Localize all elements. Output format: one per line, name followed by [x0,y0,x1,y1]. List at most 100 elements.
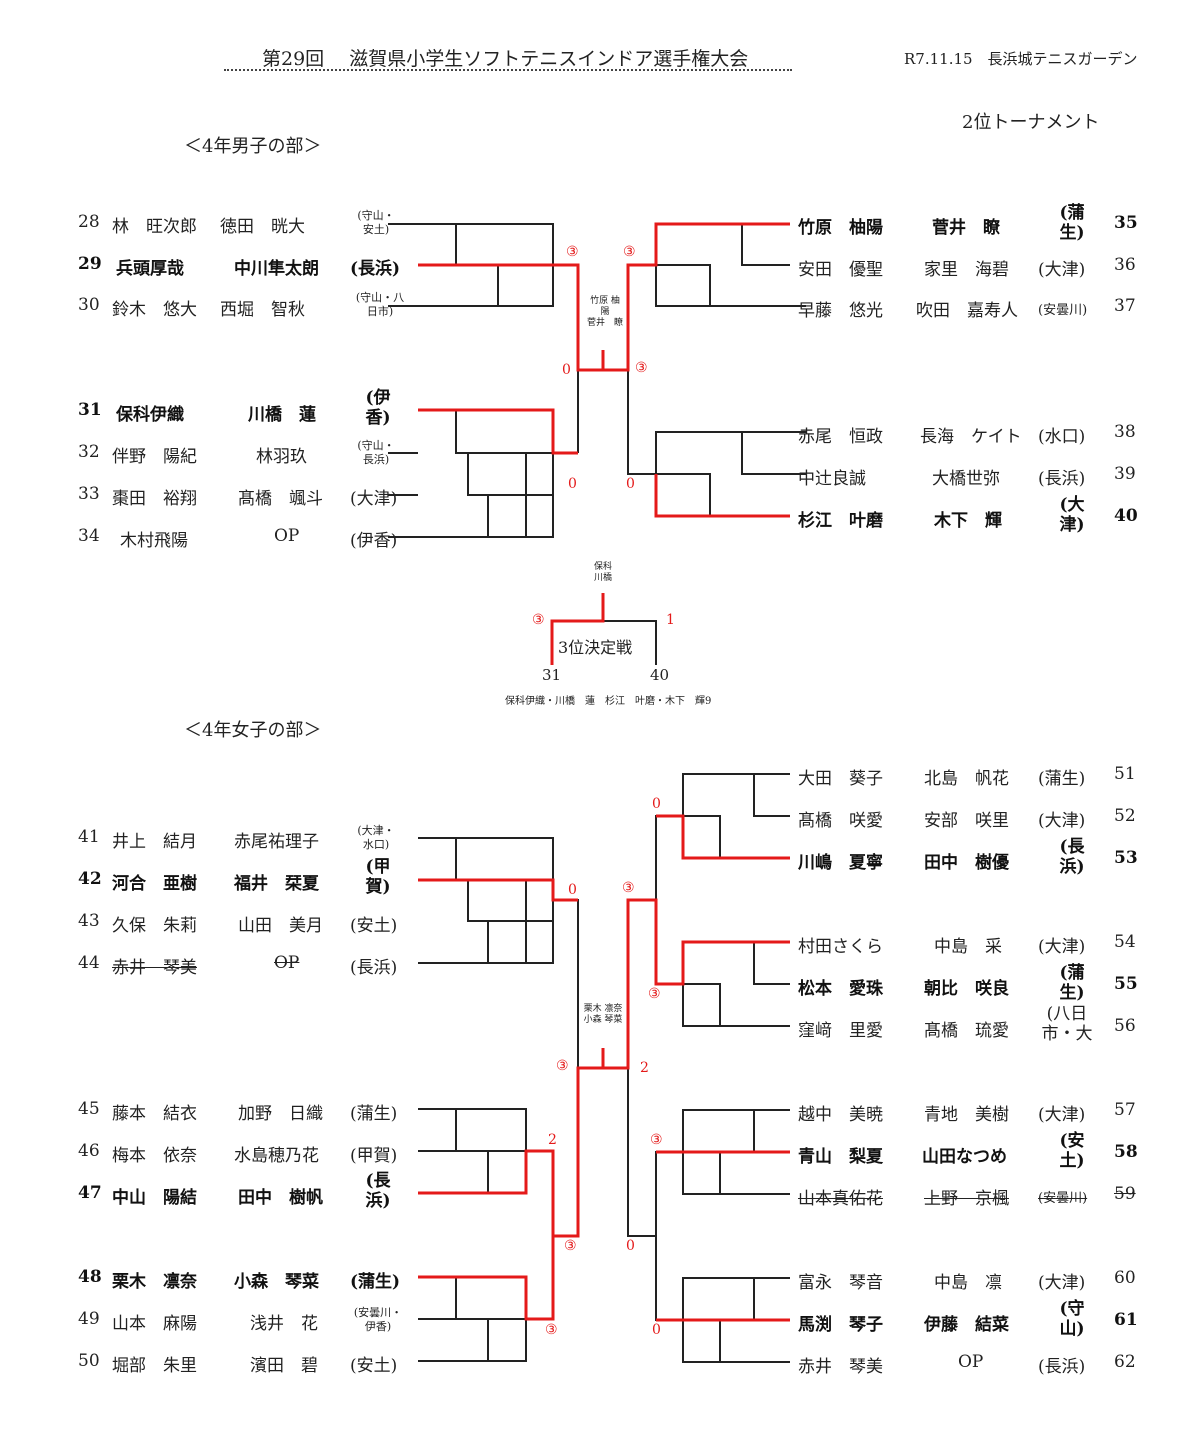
player-1: 杉江 叶磨 [798,511,883,531]
entry-number: 42 [78,869,102,889]
winner-line-2: 小森 琴菜 [583,1015,623,1025]
player-1: 大田 葵子 [798,769,883,789]
player-1: 藤本 結衣 [112,1104,197,1124]
entry-number: 54 [1114,932,1136,952]
entry-number: 57 [1114,1100,1136,1120]
player-1: 村田さくら [798,937,883,957]
team-name: (大津) [1038,1105,1086,1125]
team-name: (安曇川) [1038,1191,1088,1206]
player-2: 朝比 咲良 [924,979,1009,999]
score-label: ③ [564,1238,577,1254]
entry-number: 58 [1114,1142,1138,1162]
team-name: (大津) [1038,811,1086,831]
team-name: (長浜) [1059,837,1085,877]
player-2: 安部 咲里 [924,811,1009,831]
player-2: 赤尾祐理子 [234,832,319,852]
player-1: 早藤 悠光 [798,301,883,321]
player-1: 棗田 裕翔 [112,489,197,509]
score-label: 0 [652,1322,661,1338]
player-2: 髙橋 琉愛 [924,1021,1009,1041]
entry-number: 44 [78,953,100,973]
third-place-winner-label: 保科 川橋 [582,562,624,584]
player-2: 木下 輝 [934,511,1002,531]
player-2: 吹田 嘉寿人 [916,301,1018,321]
player-1: 窪﨑 里愛 [798,1021,883,1041]
title-underline [224,69,792,71]
team-name: (長浜) [1038,469,1086,489]
player-1: 赤井 琴美 [798,1357,883,1377]
entry-number: 49 [78,1309,100,1329]
score-label: 0 [626,476,635,492]
player-2: OP [274,953,300,973]
player-2: 水島穂乃花 [234,1146,319,1166]
team-name: (長浜) [1038,1357,1086,1377]
winner-line-1: 保科 [593,562,612,572]
team-name: (守山・安土) [357,209,395,236]
team-name: (守山) [1059,1299,1085,1339]
player-2: 徳田 晄大 [220,217,305,237]
player-2: 長海 ケイト [920,427,1022,447]
score-label: ③ [556,1058,569,1074]
player-2: OP [274,526,300,546]
score-label: ③ [623,244,636,260]
player-1: 安田 優聖 [798,260,883,280]
player-1: 竹原 柚陽 [798,218,883,238]
third-place-right-no: 40 [650,666,670,684]
boys-section-title: ＜4年男子の部＞ [184,136,322,157]
player-2: OP [958,1352,984,1372]
entry-number: 55 [1114,974,1138,994]
score-label: 0 [568,476,577,492]
entry-number: 39 [1114,464,1136,484]
player-1: 松本 愛珠 [798,979,883,999]
winner-line-1: 竹原 柚 [590,296,620,306]
player-1: 鈴木 悠大 [112,300,197,320]
player-2: 田中 樹帆 [238,1188,323,1208]
winner-line-2: 川橋 [593,573,612,583]
entry-number: 45 [78,1099,100,1119]
third-place-right-score: 1 [666,612,675,628]
team-name: (安曇川・伊香) [353,1306,403,1333]
entry-number: 61 [1114,1310,1138,1330]
entry-number: 53 [1114,848,1138,868]
tournament-subtitle: 2位トーナメント [962,112,1100,133]
player-1: 兵頭厚哉 [116,259,184,279]
entry-number: 56 [1114,1016,1136,1036]
entry-number: 50 [78,1351,100,1371]
boys-winner-label: 竹原 柚 陽 菅井 瞭 [584,296,626,329]
player-1: 木村飛陽 [120,531,188,551]
score-label: ③ [650,1132,663,1148]
player-2: 山田なつめ [922,1147,1007,1167]
player-1: 山本 麻陽 [112,1314,197,1334]
team-name: (安土) [350,1356,398,1376]
player-1: 林 旺次郎 [112,217,197,237]
team-name: (伊香) [365,388,391,428]
player-1: 梅本 依奈 [112,1146,197,1166]
player-1: 馬渕 琴子 [798,1315,883,1335]
entry-number: 48 [78,1267,102,1287]
score-label: ③ [622,880,635,896]
player-2: 川橋 蓮 [248,405,316,425]
player-2: 福井 栞夏 [234,874,319,894]
team-name: (守山・長浜) [357,439,395,466]
team-name: (蒲生) [350,1272,401,1292]
entry-number: 43 [78,911,100,931]
player-1: 山本真佑花 [798,1189,883,1209]
winner-line-2: 陽 [600,307,610,317]
player-2: 小森 琴菜 [234,1272,319,1292]
team-name: (守山・八日市) [355,291,405,318]
player-2: 青地 美樹 [924,1105,1009,1125]
entry-number: 31 [78,400,102,420]
entry-number: 40 [1114,506,1138,526]
entry-number: 60 [1114,1268,1136,1288]
score-label: ③ [648,986,661,1002]
score-label: 0 [562,362,571,378]
third-place-caption: 保科伊織・川橋 蓮 杉江 叶磨・木下 輝9 [505,696,712,707]
entry-number: 62 [1114,1352,1136,1372]
player-1: 栗木 凛奈 [112,1272,197,1292]
entry-number: 51 [1114,764,1136,784]
player-2: 中島 凛 [934,1273,1002,1293]
player-2: 北島 帆花 [924,769,1009,789]
score-label: ③ [635,360,648,376]
player-2: 中川隼太朗 [234,259,319,279]
score-label: 2 [640,1060,649,1076]
